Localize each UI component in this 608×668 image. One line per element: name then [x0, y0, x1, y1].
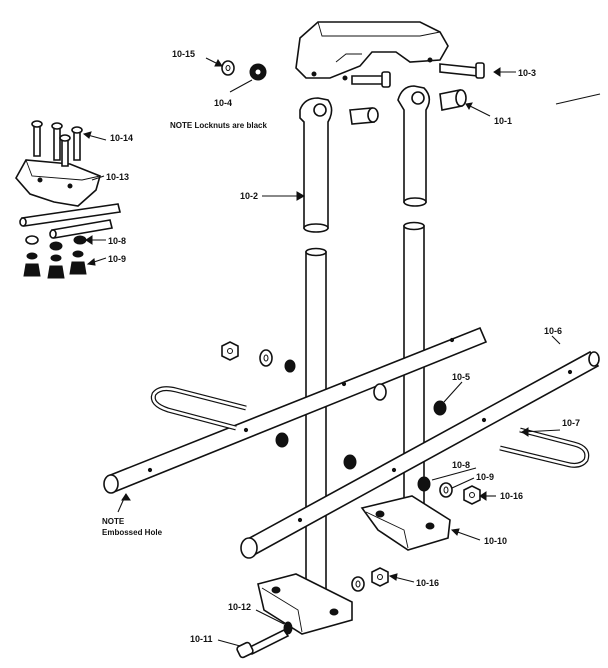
label-10-3: 10-3	[518, 68, 536, 78]
base-plate-lower	[257, 573, 353, 635]
bushing-10-1	[439, 89, 467, 111]
u-bolt-10-7	[499, 427, 590, 468]
label-10-4: 10-4	[214, 98, 232, 108]
nut-back-left	[221, 341, 239, 361]
cross-bar-back	[103, 326, 488, 494]
inset-assembly	[15, 120, 121, 279]
bar-holes	[147, 337, 573, 523]
locknut-back-left	[284, 359, 296, 373]
label-10-2: 10-2	[240, 191, 258, 201]
bolt-10-3	[439, 62, 485, 79]
label-10-9: 10-9	[476, 472, 494, 482]
leader-lines	[83, 57, 601, 647]
label-10-5: 10-5	[452, 372, 470, 382]
note-locknuts: NOTE Locknuts are black	[170, 121, 267, 130]
bolt-10-11	[236, 628, 290, 659]
label-10-8: 10-8	[452, 460, 470, 470]
label-10-6: 10-6	[544, 326, 562, 336]
washer-back-left	[259, 349, 273, 367]
nut-10-16-upper	[463, 485, 481, 505]
label-10-12: 10-12	[228, 602, 251, 612]
upper-tube-right	[397, 85, 431, 207]
arrowheads	[82, 59, 529, 581]
label-10-10: 10-10	[484, 536, 507, 546]
nut-10-5-right	[433, 400, 447, 416]
note-word: NOTE	[102, 517, 125, 526]
top-yoke-bracket	[295, 21, 449, 81]
cross-bar-10-6	[240, 350, 600, 559]
upper-tube-left	[299, 97, 333, 233]
washer-10-9	[439, 482, 453, 498]
label-10-9-inset: 10-9	[108, 254, 126, 264]
spacer-10-12	[283, 621, 293, 635]
label-10-1: 10-1	[494, 116, 512, 126]
nut-10-5-left	[373, 383, 387, 401]
label-10-11: 10-11	[190, 634, 213, 644]
label-10-15: 10-15	[172, 49, 195, 59]
locknut-10-8	[417, 476, 431, 492]
locknut-10-4	[249, 63, 267, 81]
nut-front-mid	[343, 454, 357, 470]
nut-10-16-lower	[371, 567, 389, 587]
note-embossed-hole: Embossed Hole	[102, 528, 163, 537]
washer-lower	[351, 576, 365, 592]
bushing-middle	[349, 107, 379, 125]
label-10-7: 10-7	[562, 418, 580, 428]
label-10-14: 10-14	[110, 133, 133, 143]
label-10-13: 10-13	[106, 172, 129, 182]
label-10-16-upper: 10-16	[500, 491, 523, 501]
u-bolt-left	[150, 386, 247, 431]
washer-10-15	[221, 60, 235, 76]
vertical-post-left	[305, 247, 327, 601]
nut-front-left	[275, 432, 289, 448]
label-10-8-inset: 10-8	[108, 236, 126, 246]
yoke-bolt-left	[351, 71, 391, 88]
label-10-16-lower: 10-16	[416, 578, 439, 588]
base-plate-10-10	[360, 495, 451, 551]
